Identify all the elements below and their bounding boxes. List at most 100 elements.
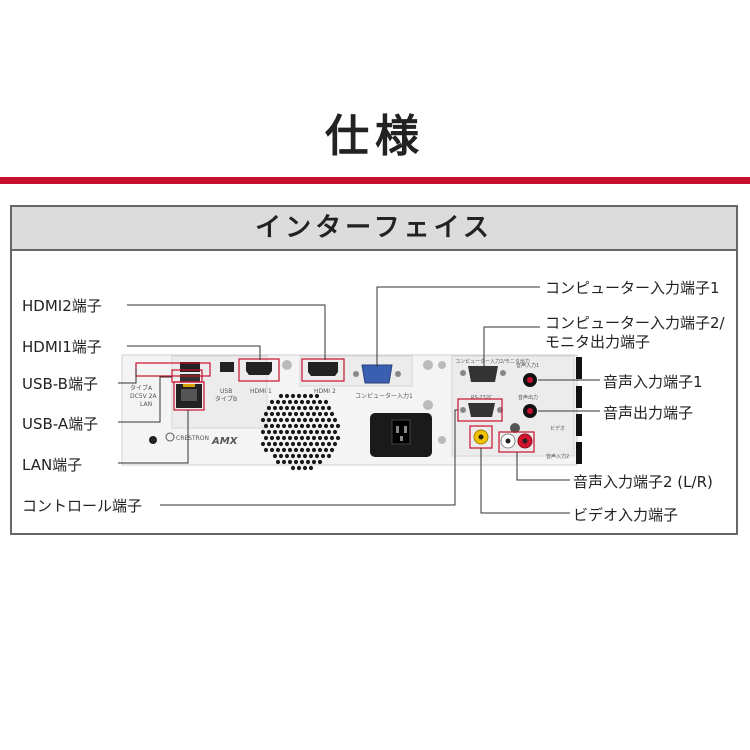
- label-hdmi1: HDMI1端子: [22, 338, 102, 356]
- svg-text:HDMI 2: HDMI 2: [314, 388, 336, 395]
- label-usb-b: USB-B端子: [22, 375, 98, 393]
- grille-hole: [281, 423, 287, 429]
- grille-hole: [311, 459, 317, 465]
- grille-hole: [317, 447, 323, 453]
- grille-hole: [263, 435, 269, 441]
- grille-hole: [272, 441, 278, 447]
- grille-hole: [332, 429, 338, 435]
- grille-hole: [278, 429, 284, 435]
- grille-hole: [293, 447, 299, 453]
- panel-title: インターフェイス: [12, 207, 736, 251]
- grille-hole: [281, 435, 287, 441]
- grille-hole: [287, 435, 293, 441]
- leader-video-in: [480, 448, 570, 514]
- grille-hole: [317, 423, 323, 429]
- grille-hole: [323, 399, 329, 405]
- grille-hole: [317, 435, 323, 441]
- grille-hole: [296, 417, 302, 423]
- grille-hole: [308, 453, 314, 459]
- grille-hole: [260, 429, 266, 435]
- grille-hole: [290, 393, 296, 399]
- leader-computer-in1: [376, 286, 540, 367]
- svg-text:LAN: LAN: [140, 401, 152, 408]
- grille-hole: [269, 435, 275, 441]
- label-computer-in1: コンピューター入力端子1: [545, 279, 720, 297]
- grille-hole: [299, 411, 305, 417]
- grille-hole: [308, 405, 314, 411]
- grille-hole: [272, 417, 278, 423]
- svg-text:タイプA: タイプA: [130, 384, 153, 392]
- leader-usb-a: [118, 376, 172, 423]
- grille-hole: [296, 453, 302, 459]
- grille-hole: [299, 435, 305, 441]
- grille-hole: [299, 423, 305, 429]
- grille-hole: [320, 429, 326, 435]
- leader-control: [160, 409, 458, 506]
- grille-hole: [284, 417, 290, 423]
- grille-hole: [308, 417, 314, 423]
- grille-hole: [311, 423, 317, 429]
- grille-hole: [329, 411, 335, 417]
- grille-hole: [326, 429, 332, 435]
- grille-hole: [296, 465, 302, 471]
- grille-hole: [332, 441, 338, 447]
- grille-hole: [311, 411, 317, 417]
- grille-hole: [302, 465, 308, 471]
- grille-hole: [326, 405, 332, 411]
- grille-hole: [284, 429, 290, 435]
- grille-hole: [275, 399, 281, 405]
- leader-hdmi1: [127, 345, 261, 360]
- label-audio-out: 音声出力端子: [603, 404, 694, 422]
- usb-b-print: USB: [220, 388, 232, 395]
- grille-hole: [329, 423, 335, 429]
- grille-hole: [278, 393, 284, 399]
- grille-hole: [326, 441, 332, 447]
- grille-hole: [317, 459, 323, 465]
- grille-hole: [302, 417, 308, 423]
- grille-hole: [305, 459, 311, 465]
- grille-hole: [311, 435, 317, 441]
- grille-hole: [308, 465, 314, 471]
- grille-hole: [302, 453, 308, 459]
- grille-hole: [293, 399, 299, 405]
- grille-hole: [299, 459, 305, 465]
- leader-usb-b: [118, 369, 137, 384]
- grille-hole: [296, 393, 302, 399]
- grille-hole: [290, 465, 296, 471]
- grille-hole: [293, 459, 299, 465]
- grille-hole: [308, 393, 314, 399]
- leader-computer-in2: [483, 326, 540, 367]
- grille-hole: [326, 417, 332, 423]
- grille-hole: [290, 417, 296, 423]
- speaker-grille: [260, 393, 341, 471]
- grille-hole: [281, 447, 287, 453]
- grille-hole: [305, 399, 311, 405]
- rs232c-port: [468, 403, 495, 417]
- grille-hole: [296, 441, 302, 447]
- label-video-in: ビデオ入力端子: [573, 506, 679, 524]
- grille-hole: [317, 399, 323, 405]
- grille-hole: [266, 429, 272, 435]
- grille-hole: [293, 411, 299, 417]
- grille-hole: [314, 441, 320, 447]
- label-usb-a: USB-A端子: [22, 415, 99, 433]
- usb-a-port: [180, 362, 200, 372]
- computer-in2-port: [468, 366, 498, 382]
- grille-hole: [275, 435, 281, 441]
- label-lan: LAN端子: [22, 456, 83, 474]
- label-computer-in2-line2: モニタ出力端子: [545, 333, 651, 351]
- leader-hdmi2: [127, 304, 326, 360]
- grille-hole: [275, 447, 281, 453]
- grille-hole: [278, 417, 284, 423]
- grille-hole: [314, 417, 320, 423]
- usb-b-port: [220, 362, 234, 372]
- svg-text:コンピューター入力2/モニタ出力: コンピューター入力2/モニタ出力: [455, 358, 530, 365]
- leader-audio-in2: [516, 452, 570, 481]
- computer-in1-port: [361, 364, 393, 384]
- grille-hole: [269, 399, 275, 405]
- grille-hole: [296, 405, 302, 411]
- grille-hole: [290, 453, 296, 459]
- hdmi1-port: [246, 362, 272, 375]
- grille-hole: [302, 393, 308, 399]
- grille-hole: [320, 441, 326, 447]
